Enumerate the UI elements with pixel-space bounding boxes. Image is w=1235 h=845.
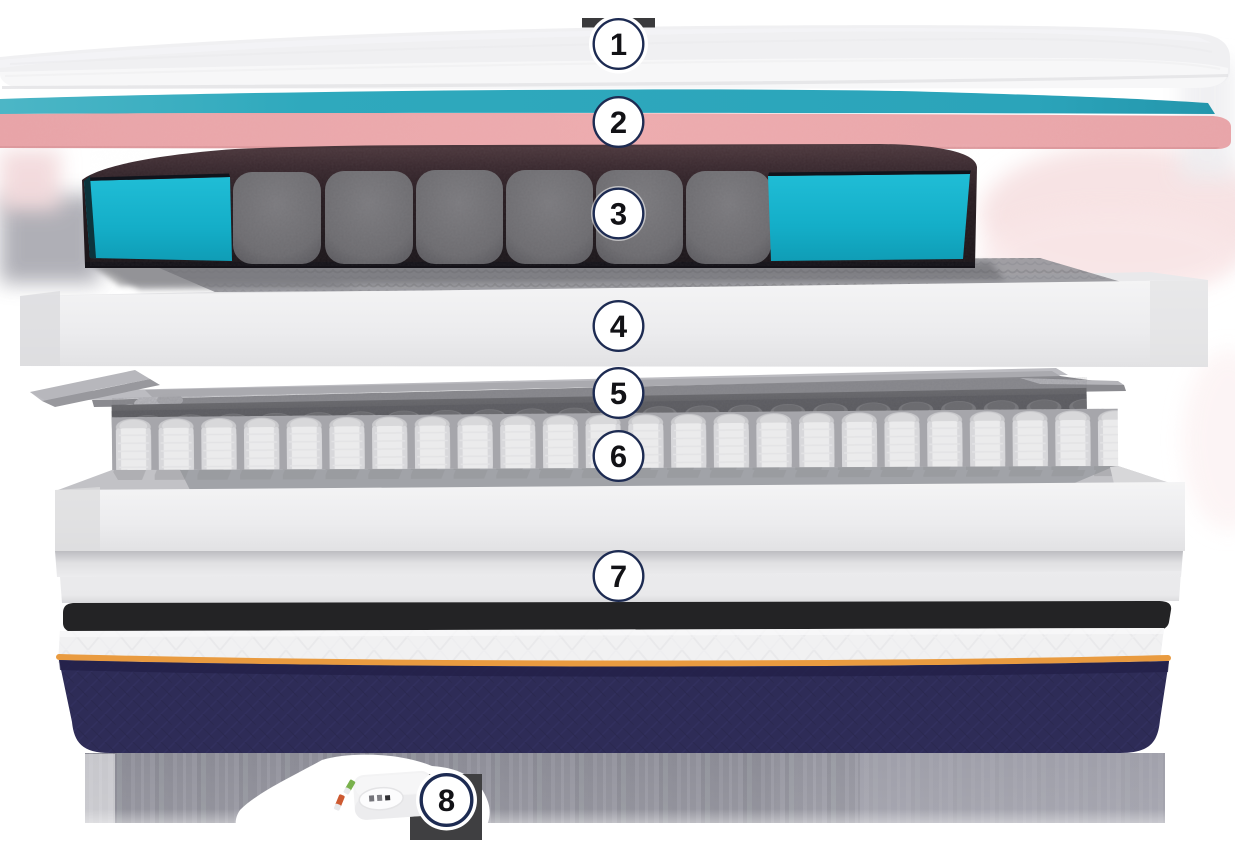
svg-text:8: 8 — [438, 783, 455, 818]
svg-text:5: 5 — [610, 376, 627, 411]
svg-text:4: 4 — [610, 309, 628, 344]
svg-text:1: 1 — [610, 27, 627, 62]
svg-text:7: 7 — [610, 559, 627, 594]
svg-text:3: 3 — [610, 197, 627, 232]
svg-text:6: 6 — [610, 439, 627, 474]
svg-text:2: 2 — [610, 105, 627, 140]
